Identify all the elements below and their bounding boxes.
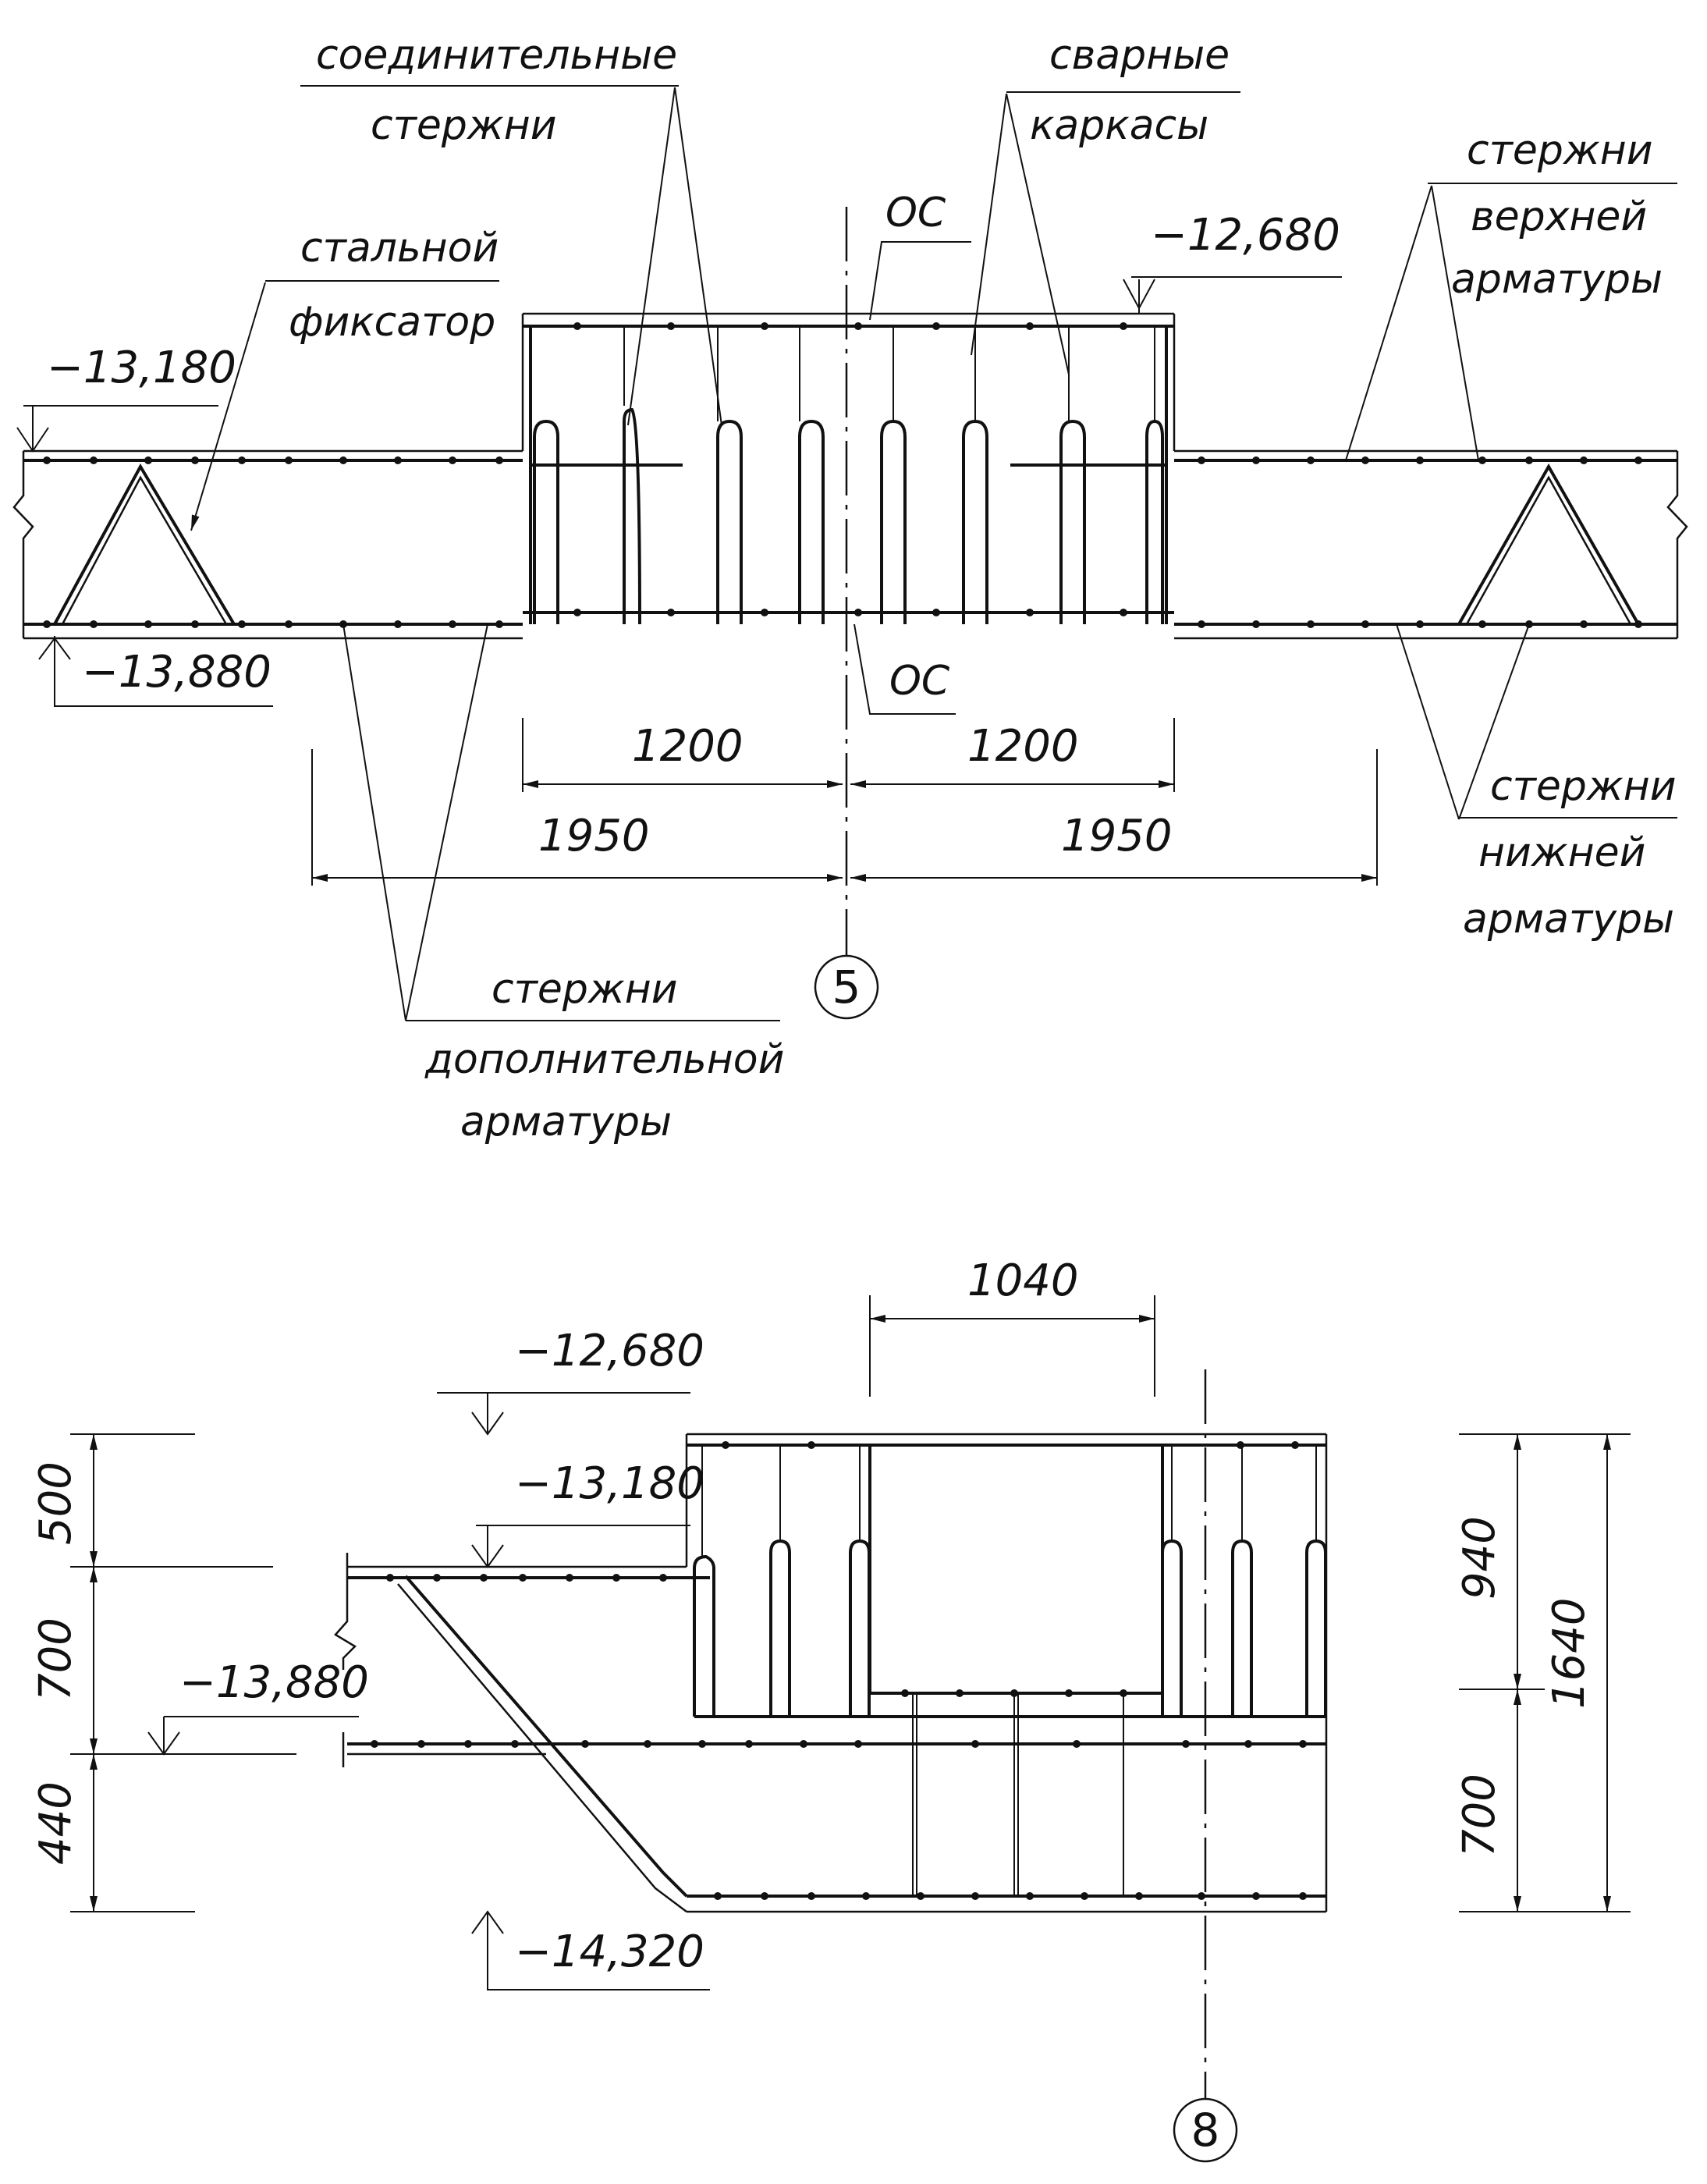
axis-marker-5-label: 5 [832, 961, 861, 1014]
axis-marker-8-label: 8 [1191, 2104, 1220, 2157]
section-right-dims: 940 700 1640 [1454, 1433, 1631, 1912]
label-additional-rebar-1: стержни [492, 966, 678, 1013]
dim-left-upper: 500 [30, 1461, 81, 1545]
top-dimensions: 1200 1200 1950 1950 [311, 718, 1378, 886]
dim-outer-left: 1950 [538, 811, 650, 861]
label-welded-frames-1: сварные [1049, 32, 1230, 79]
top-view: 5 [12, 32, 1688, 1145]
dim-right-upper: 940 [1454, 1516, 1505, 1600]
sec-elev-top-of-slab: −13,180 [515, 1458, 704, 1509]
steel-fixer-right [1457, 463, 1640, 625]
axis-marker-5-circle [814, 954, 879, 1020]
pit-box-top [521, 312, 1176, 625]
label-connecting-rods-2: стержни [371, 102, 557, 149]
label-additional-rebar-3: арматуры [460, 1099, 672, 1145]
elev-bottom-of-slab: −13,880 [82, 647, 271, 698]
axis-tag-bottom: ОС [889, 658, 950, 705]
axis-tag-top: ОС [885, 190, 946, 236]
dim-inner-left: 1200 [632, 721, 743, 772]
label-welded-frames-2: каркасы [1030, 102, 1208, 149]
steel-fixer-left [53, 463, 236, 626]
welded-frames [533, 326, 1164, 625]
top-annotations: соединительные стержни сварные каркасы О… [16, 32, 1677, 1145]
sec-elev-bottom-of-pit: −14,320 [515, 1927, 704, 1977]
label-additional-rebar-2: дополнительной [424, 1036, 784, 1083]
label-bottom-rebar-3: арматуры [1463, 896, 1674, 943]
dim-inner-right: 1200 [967, 721, 1079, 772]
elev-top-of-pit: −12,680 [1151, 210, 1340, 261]
sec-elev-bottom-of-slab: −13,880 [179, 1657, 369, 1708]
dim-pit-width: 1040 [967, 1255, 1079, 1306]
slab-right [1174, 449, 1688, 640]
label-top-rebar-3: арматуры [1451, 256, 1663, 303]
label-connecting-rods-1: соединительные [316, 32, 677, 79]
dim-left-lower: 440 [30, 1781, 81, 1865]
section-left-dims: 500 700 440 [30, 1433, 296, 1912]
label-steel-fixer-1: стальной [300, 225, 499, 272]
section-width-dim: 1040 [869, 1255, 1155, 1397]
rebar-dots-section [371, 1441, 1307, 1900]
dim-left-middle: 700 [30, 1618, 81, 1701]
label-top-rebar-1: стержни [1467, 127, 1653, 174]
elev-top-of-slab: −13,180 [47, 343, 236, 393]
rebar-dots-top [43, 322, 1642, 628]
dim-outer-right: 1950 [1061, 811, 1173, 861]
sloped-bar [404, 1575, 688, 1898]
axis-marker-8-circle [1173, 2097, 1238, 2163]
label-bottom-rebar-1: стержни [1490, 763, 1677, 810]
section-outline [334, 1433, 1328, 1913]
dim-right-lower: 700 [1454, 1774, 1505, 1857]
label-bottom-rebar-2: нижней [1478, 829, 1645, 876]
label-steel-fixer-2: фиксатор [289, 299, 495, 346]
sec-elev-top-of-pit: −12,680 [515, 1326, 704, 1376]
section-view: 8 [30, 1255, 1631, 2163]
dim-right-total: 1640 [1544, 1597, 1595, 1709]
section-elevations: −12,680 −13,180 −13,880 −14,320 [147, 1326, 710, 1990]
slab-left [12, 449, 523, 640]
label-top-rebar-2: верхней [1471, 194, 1647, 240]
